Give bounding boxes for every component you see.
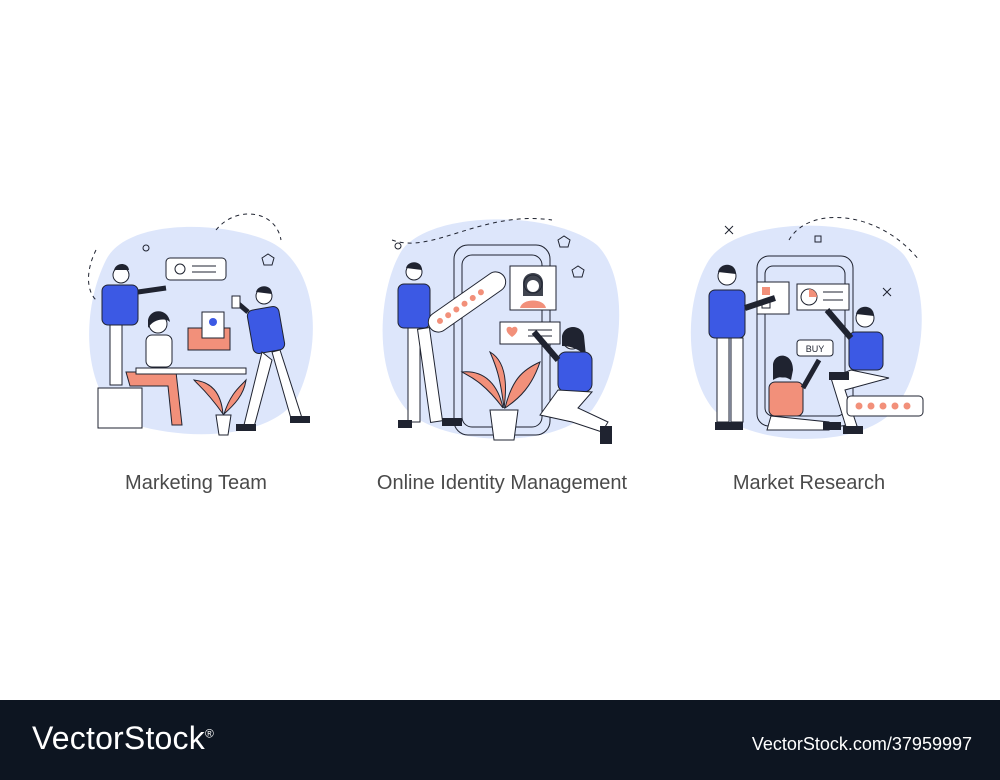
panel-caption: Online Identity Management [376,472,628,494]
market-research-illustration: BUY [690,216,924,439]
brand-name: VectorStock [32,720,205,756]
panel-online-identity: Online Identity Management [372,200,632,510]
online-identity-illustration [382,218,620,444]
panel-caption: Market Research [732,472,886,494]
asset-id-link[interactable]: VectorStock.com/37959997 [751,734,972,754]
footer-bar: VectorStock® VectorStock.com/37959997 [0,700,1000,780]
trademark-symbol: ® [204,726,214,741]
brand-logo[interactable]: VectorStock® [32,720,214,757]
illustration-canvas: Marketing Team [66,200,939,510]
buy-label: BUY [806,344,825,354]
marketing-team-illustration [88,213,313,436]
panel-market-research: BUY [679,200,939,510]
panel-marketing-team: Marketing Team [66,200,326,510]
panel-caption: Marketing Team [125,472,267,494]
